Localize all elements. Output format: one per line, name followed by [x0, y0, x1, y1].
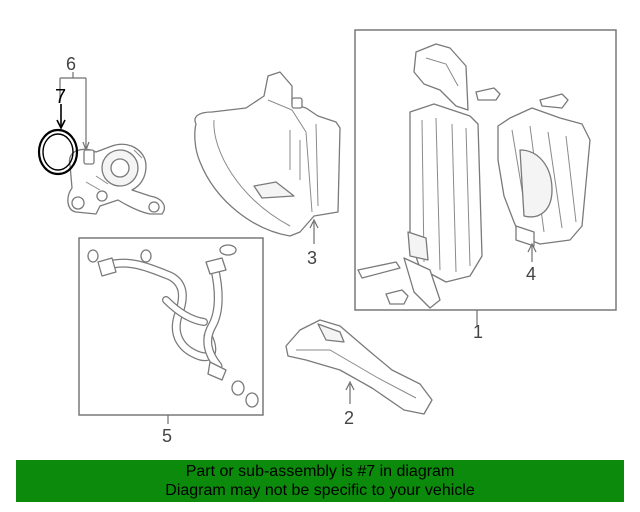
part-6-pump-assembly[interactable] — [59, 72, 165, 215]
callout-6[interactable]: 6 — [66, 54, 76, 74]
part-7-o-ring[interactable] — [37, 104, 79, 176]
callout-2[interactable]: 2 — [344, 408, 354, 428]
part-3-duct[interactable] — [194, 71, 341, 244]
callout-4[interactable]: 4 — [526, 264, 536, 284]
parts-diagram: 6 7 3 4 1 2 5 — [37, 29, 617, 446]
callout-3[interactable]: 3 — [307, 248, 317, 268]
part-2-bracket[interactable] — [285, 319, 433, 415]
banner-line-disclaimer: Diagram may not be specific to your vehi… — [165, 482, 475, 499]
info-banner: Part or sub-assembly is #7 in diagram Di… — [16, 460, 624, 502]
part-5-hose-box[interactable] — [78, 237, 264, 424]
callout-7[interactable]: 7 — [55, 86, 66, 108]
callout-5[interactable]: 5 — [162, 426, 172, 446]
part-1-assembly-box[interactable] — [354, 29, 617, 326]
banner-line-part-info: Part or sub-assembly is #7 in diagram — [185, 463, 455, 480]
callout-1[interactable]: 1 — [473, 322, 483, 342]
